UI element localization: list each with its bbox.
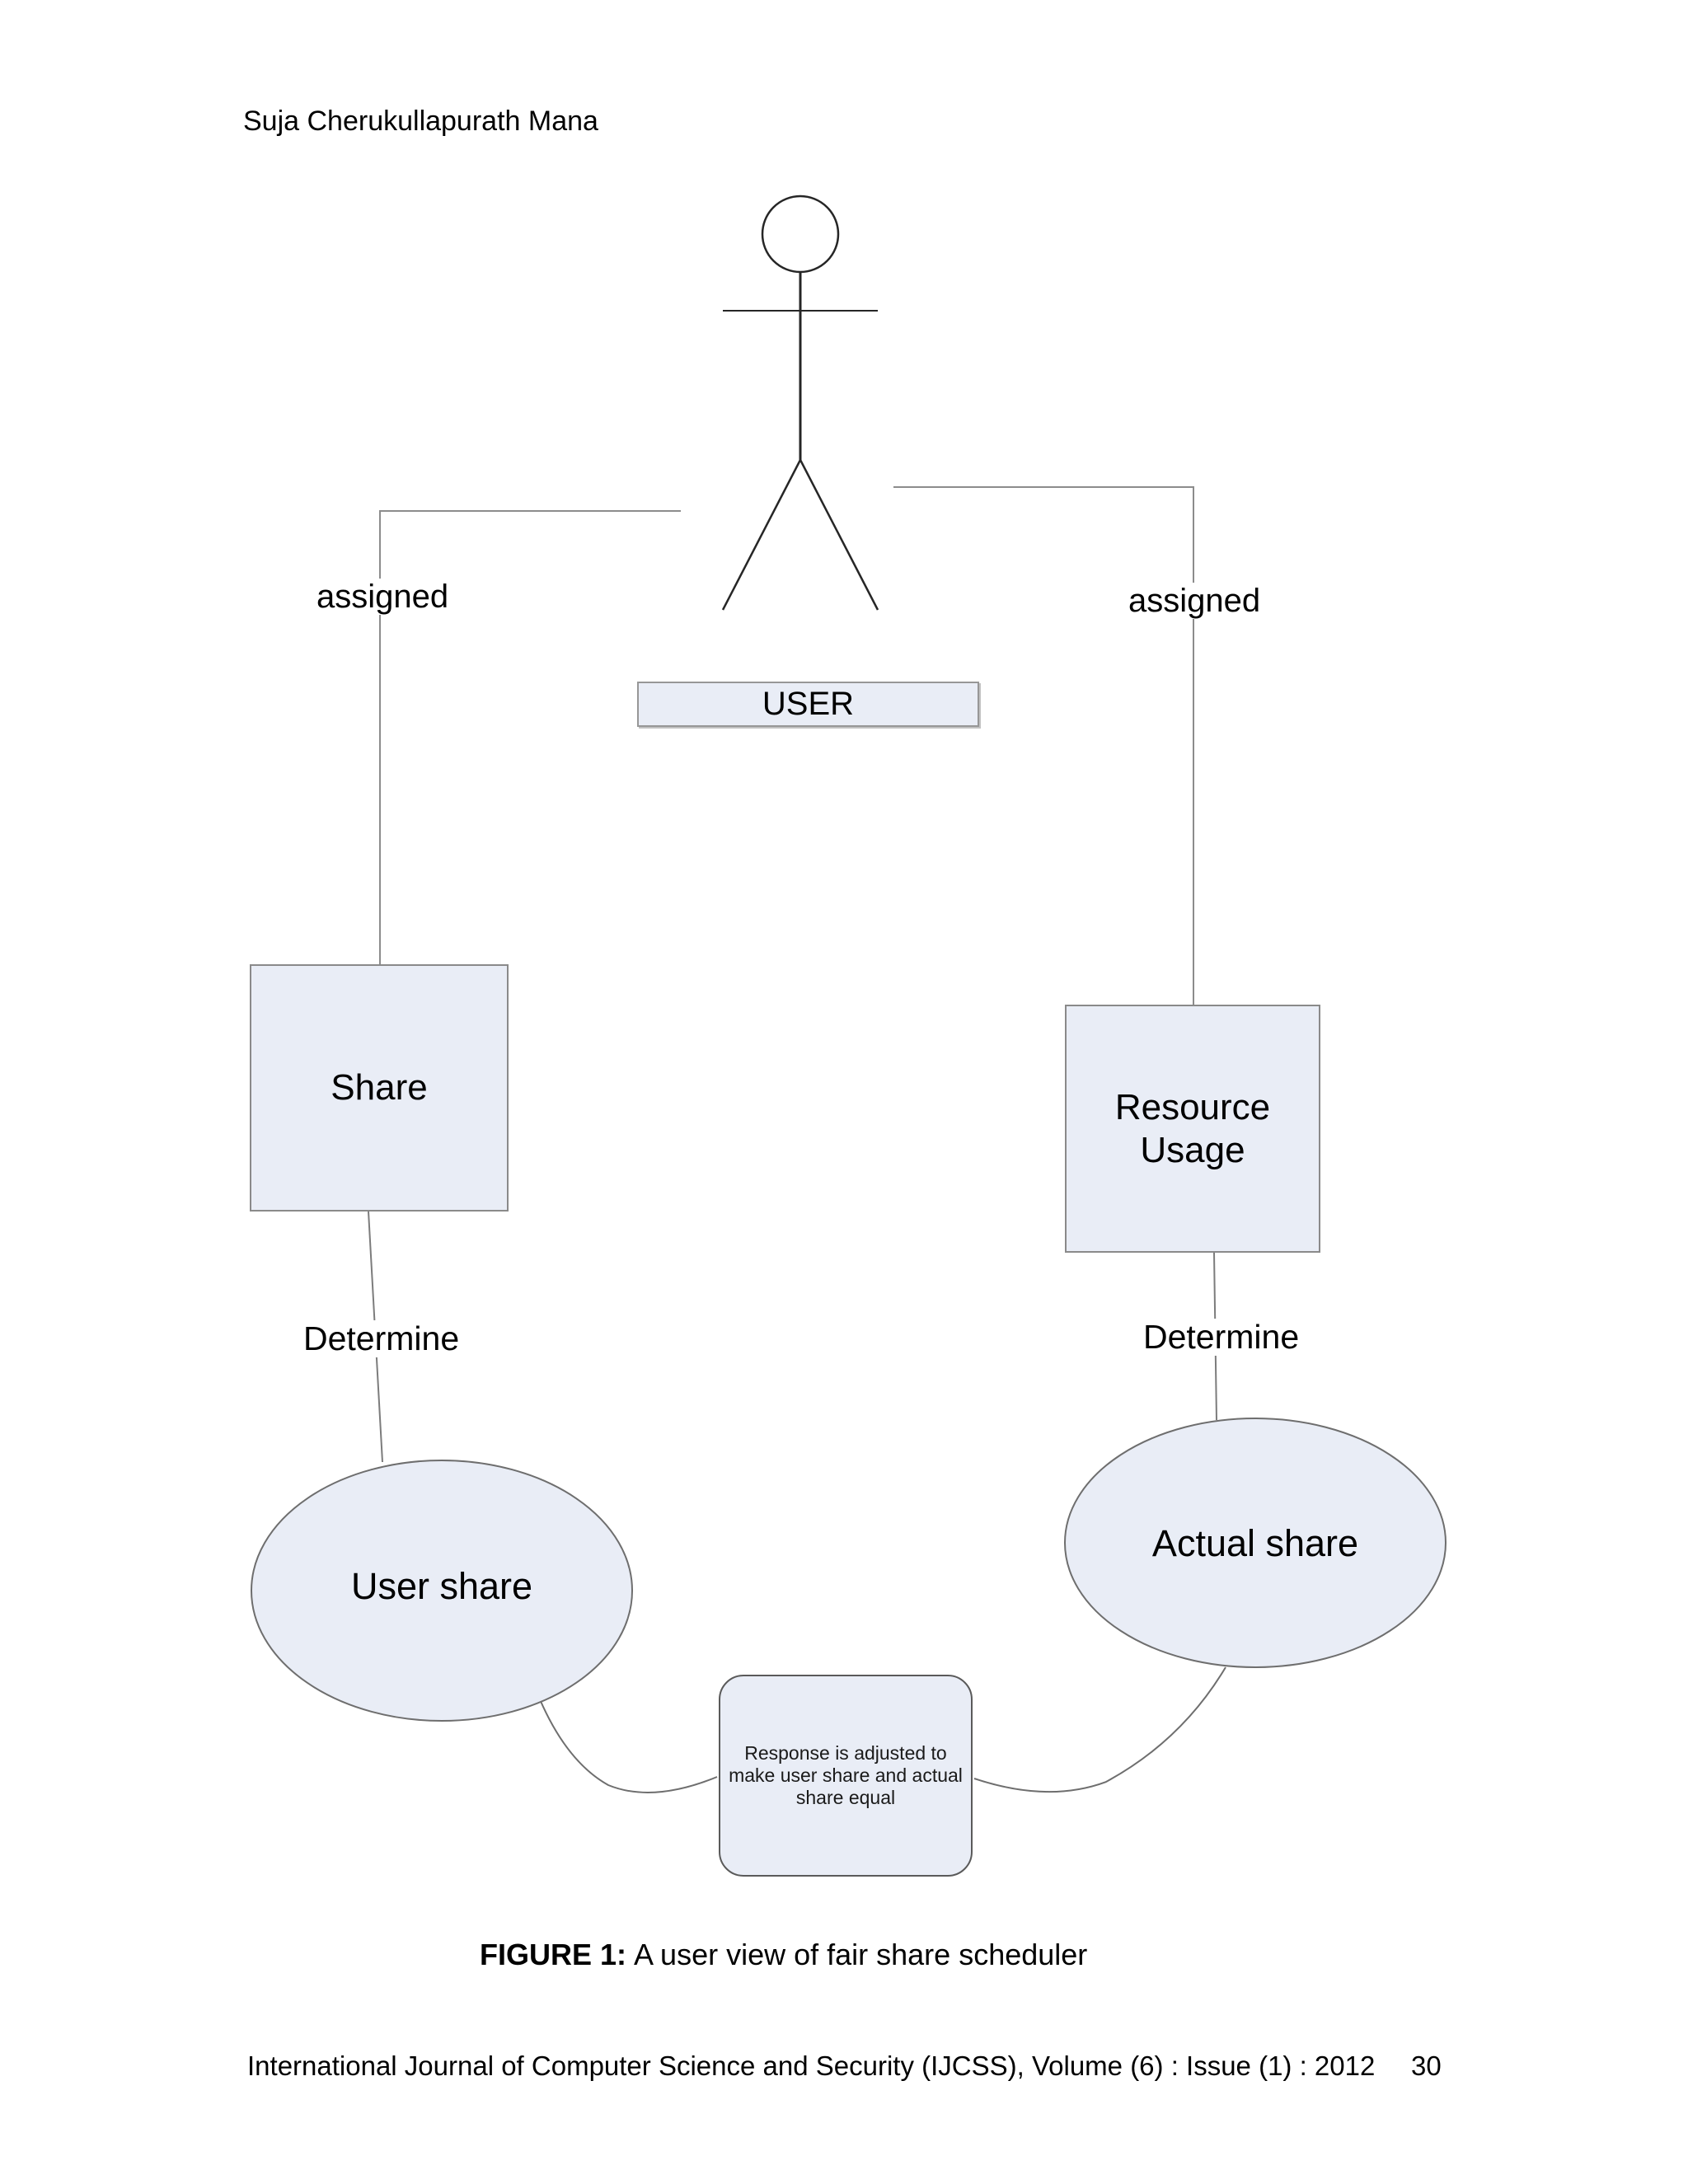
response-note-label: Response is adjusted to make user share …: [729, 1742, 963, 1808]
page-header-author: Suja Cherukullapurath Mana: [243, 105, 598, 137]
edge-label-assigned-right: assigned: [1125, 583, 1264, 619]
actor-head: [761, 194, 840, 274]
edge-user-share-to-response: [539, 1699, 718, 1793]
resource-usage-node-box: Resource Usage: [1065, 1005, 1320, 1253]
actor-leg-right: [799, 459, 879, 611]
edge-label-determine-left: Determine: [300, 1320, 463, 1357]
figure-caption: FIGURE 1:A user view of fair share sched…: [480, 1940, 1087, 1970]
share-node-label: Share: [331, 1067, 428, 1108]
edge-actual-share-to-response: [973, 1666, 1226, 1793]
stick-figure-actor-icon: [721, 194, 879, 611]
user-share-ellipse: [251, 1460, 633, 1722]
figure-caption-text: A user view of fair share scheduler: [634, 1938, 1088, 1971]
edge-assigned-right: [893, 486, 1194, 1005]
actual-share-ellipse: [1064, 1418, 1447, 1668]
user-share-node-label: User share: [350, 1565, 533, 1607]
edge-label-assigned-left: assigned: [313, 579, 452, 615]
actor-leg-left: [721, 459, 802, 611]
resource-usage-node-label: Resource Usage: [1114, 1086, 1271, 1170]
actual-share-node-label: Actual share: [1151, 1522, 1359, 1564]
figure-caption-number: FIGURE 1:: [480, 1938, 627, 1971]
footer-page-number: 30: [1411, 2050, 1442, 2081]
edge-assigned-left: [379, 510, 681, 964]
response-note-box: Response is adjusted to make user share …: [719, 1675, 973, 1877]
share-node-box: Share: [250, 964, 509, 1212]
user-actor-box: USER: [637, 682, 979, 727]
footer-journal-line: International Journal of Computer Scienc…: [247, 2050, 1376, 2081]
edge-label-determine-right: Determine: [1140, 1319, 1303, 1356]
user-actor-label: USER: [762, 686, 855, 722]
